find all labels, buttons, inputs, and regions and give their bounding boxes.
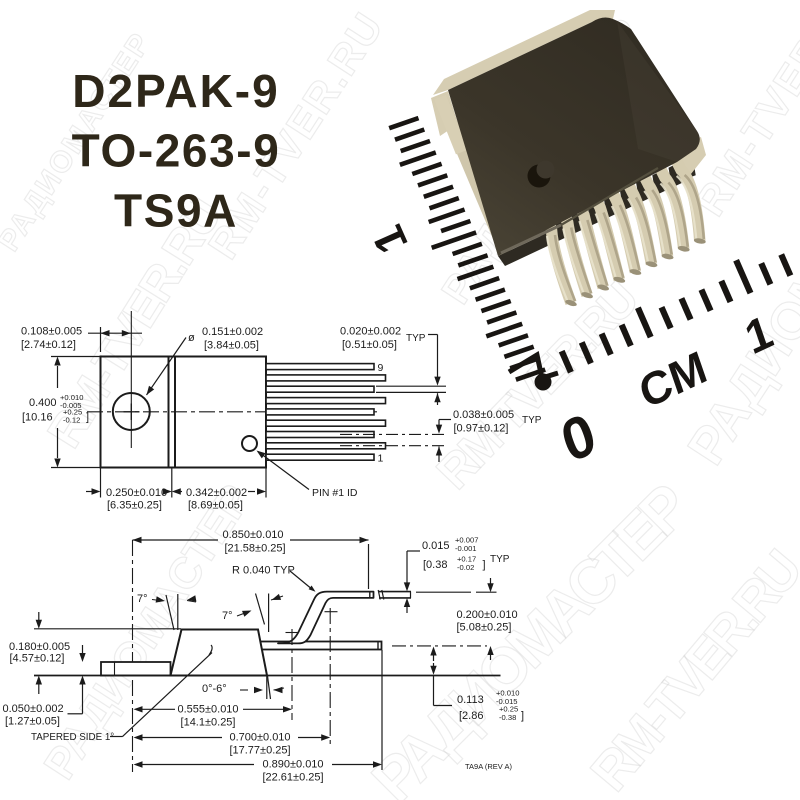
svg-text:+0.010: +0.010 [496, 689, 519, 698]
svg-text:+0.25: +0.25 [499, 705, 518, 714]
svg-text:0.015: 0.015 [422, 540, 450, 552]
svg-text:TYP: TYP [522, 415, 542, 426]
svg-text:0.020±0.002: 0.020±0.002 [340, 326, 401, 338]
svg-text:TAPERED SIDE 1°: TAPERED SIDE 1° [31, 732, 114, 743]
svg-text:0.038±0.005: 0.038±0.005 [453, 409, 514, 421]
svg-text:+0.010: +0.010 [60, 393, 83, 402]
svg-text:[0.51±0.05]: [0.51±0.05] [342, 339, 397, 351]
svg-text:[0.97±0.12]: [0.97±0.12] [454, 423, 509, 435]
svg-text:TO-263-9: TO-263-9 [72, 125, 281, 177]
svg-text:0.890±0.010: 0.890±0.010 [262, 759, 323, 771]
svg-text:]: ] [483, 559, 486, 571]
svg-text:+0.007: +0.007 [455, 536, 478, 545]
svg-text:[22.61±0.25]: [22.61±0.25] [262, 772, 323, 784]
svg-text:+0.17: +0.17 [457, 555, 476, 564]
svg-text:TA9A (REV A): TA9A (REV A) [465, 762, 512, 771]
svg-text:0.200±0.010: 0.200±0.010 [457, 609, 518, 621]
svg-text:TS9A: TS9A [114, 185, 238, 237]
svg-text:0.700±0.010: 0.700±0.010 [229, 732, 290, 744]
svg-text:0.250±0.010: 0.250±0.010 [106, 487, 167, 499]
svg-text:0.050±0.002: 0.050±0.002 [3, 703, 64, 715]
svg-text:[21.58±0.25]: [21.58±0.25] [224, 543, 285, 555]
svg-text:[6.35±0.25]: [6.35±0.25] [107, 500, 162, 512]
svg-text:0.400: 0.400 [29, 397, 57, 409]
svg-text:[8.69±0.05]: [8.69±0.05] [188, 500, 243, 512]
svg-text:PIN #1 ID: PIN #1 ID [312, 487, 358, 499]
svg-text:+0.25: +0.25 [63, 408, 82, 417]
svg-text:0.342±0.002: 0.342±0.002 [186, 487, 247, 499]
svg-text:0.151±0.002: 0.151±0.002 [202, 326, 263, 338]
svg-text:0.108±0.005: 0.108±0.005 [21, 326, 82, 338]
svg-text:-0.38: -0.38 [499, 713, 516, 722]
svg-text:D2PAK-9: D2PAK-9 [72, 65, 279, 117]
svg-text:-0.12: -0.12 [63, 416, 80, 425]
svg-text:[10.16: [10.16 [22, 412, 53, 424]
svg-text:1: 1 [378, 453, 384, 465]
svg-text:[14.1±0.25]: [14.1±0.25] [181, 717, 236, 729]
svg-text:[17.77±0.25]: [17.77±0.25] [229, 745, 290, 757]
svg-text:0°-6°: 0°-6° [202, 683, 227, 695]
svg-text:[2.86: [2.86 [459, 710, 483, 722]
svg-text:TYP: TYP [490, 554, 510, 565]
svg-text:[2.74±0.12]: [2.74±0.12] [21, 339, 76, 351]
svg-text:]: ] [521, 710, 524, 722]
svg-text:0.180±0.005: 0.180±0.005 [9, 641, 70, 653]
svg-text:-0.015: -0.015 [496, 697, 518, 706]
svg-text:-0.02: -0.02 [457, 563, 474, 572]
svg-text:[1.27±0.05]: [1.27±0.05] [5, 716, 60, 728]
svg-text:R 0.040 TYP: R 0.040 TYP [232, 565, 295, 577]
svg-text:[5.08±0.25]: [5.08±0.25] [457, 622, 512, 634]
svg-text:-0.001: -0.001 [455, 544, 477, 553]
svg-text:[4.57±0.12]: [4.57±0.12] [10, 653, 65, 665]
svg-text:0.113: 0.113 [457, 694, 484, 706]
svg-text:0.850±0.010: 0.850±0.010 [222, 529, 283, 541]
svg-text:]: ] [86, 412, 89, 424]
svg-text:-0.005: -0.005 [60, 401, 82, 410]
svg-text:ø: ø [188, 332, 195, 344]
svg-text:7°: 7° [222, 610, 233, 622]
svg-text:[0.38: [0.38 [423, 559, 447, 571]
svg-text:9: 9 [378, 362, 384, 374]
svg-text:TYP: TYP [406, 333, 426, 344]
svg-text:[3.84±0.05]: [3.84±0.05] [204, 340, 259, 352]
svg-text:7°: 7° [137, 593, 148, 605]
svg-text:0.555±0.010: 0.555±0.010 [177, 704, 238, 716]
